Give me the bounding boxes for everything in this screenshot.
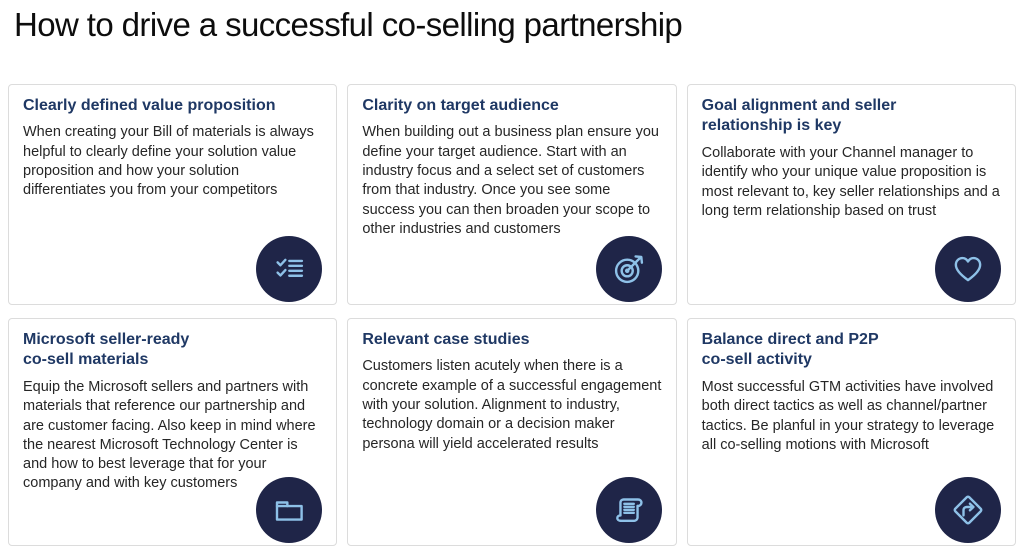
card-title: Goal alignment and seller relationship i… <box>702 96 1001 137</box>
card-title: Clearly defined value proposition <box>23 96 322 116</box>
card-seller-ready-materials: Microsoft seller-ready co-sell materials… <box>8 318 338 546</box>
checklist-icon <box>256 236 323 302</box>
folder-icon <box>256 477 323 543</box>
direction-arrow-icon <box>935 477 1001 543</box>
card-target-audience: Clarity on target audience When building… <box>347 84 677 305</box>
cards-grid: Clearly defined value proposition When c… <box>8 84 1016 546</box>
card-body: When building out a business plan ensure… <box>362 124 659 237</box>
card-title-line: Goal alignment and seller <box>701 97 897 114</box>
card-balance-p2p: Balance direct and P2P co-sell activity … <box>686 318 1016 546</box>
card-body: Customers listen acutely when there is a… <box>362 358 662 452</box>
card-title-line: relationship is key <box>701 117 842 135</box>
card-title-line: co-sell activity <box>701 351 812 369</box>
card-title-line: Microsoft seller-ready <box>23 331 190 348</box>
card-case-studies: Relevant case studies Customers listen a… <box>347 318 677 546</box>
card-title-line: Clarity on target audience <box>362 97 559 114</box>
card-title-line: Balance direct and P2P <box>701 331 879 348</box>
card-title: Clarity on target audience <box>362 96 661 116</box>
target-icon <box>595 236 662 302</box>
card-body: Collaborate with your Channel manager to… <box>701 144 1000 219</box>
scroll-icon <box>595 477 662 543</box>
page-title: How to drive a successful co-selling par… <box>14 6 683 43</box>
card-body: When creating your Bill of materials is … <box>23 124 314 199</box>
card-body: Most successful GTM activities have invo… <box>701 378 995 453</box>
card-title: Relevant case studies <box>362 330 661 350</box>
card-value-proposition: Clearly defined value proposition When c… <box>8 84 338 305</box>
heart-icon <box>935 236 1001 302</box>
card-title: Microsoft seller-ready co-sell materials <box>23 330 322 371</box>
card-goal-alignment: Goal alignment and seller relationship i… <box>686 84 1016 305</box>
card-title-line: Relevant case studies <box>362 331 530 348</box>
card-body: Equip the Microsoft sellers and partners… <box>23 378 316 492</box>
card-title-line: co-sell materials <box>23 351 149 369</box>
card-title: Balance direct and P2P co-sell activity <box>702 330 1001 371</box>
card-title-line: Clearly defined value proposition <box>23 97 276 114</box>
